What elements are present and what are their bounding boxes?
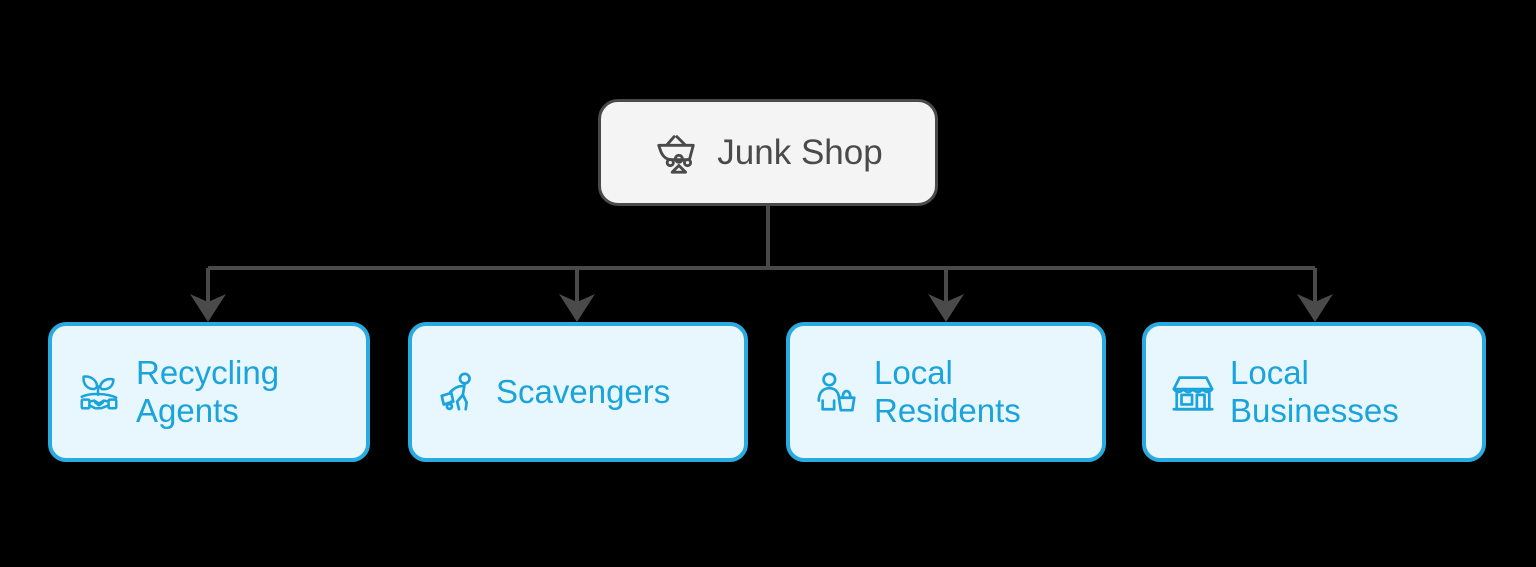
node-label: Local Residents bbox=[874, 354, 1021, 429]
arrowhead-4 bbox=[1297, 294, 1333, 322]
node-local-businesses[interactable]: Local Businesses bbox=[1142, 322, 1486, 462]
node-label: Junk Shop bbox=[717, 132, 883, 172]
node-scavengers[interactable]: Scavengers bbox=[408, 322, 748, 462]
person-pulling-cart-icon bbox=[440, 372, 471, 411]
storefront-icon bbox=[1172, 376, 1214, 411]
junk-basket-icon bbox=[657, 134, 695, 174]
node-label: Recycling Agents bbox=[136, 354, 280, 429]
handshake-leaf-icon bbox=[80, 375, 118, 410]
arrowhead-1 bbox=[190, 294, 226, 322]
node-label: Local Businesses bbox=[1230, 354, 1399, 429]
node-junk-shop[interactable]: Junk Shop bbox=[598, 99, 938, 206]
arrowhead-2 bbox=[559, 294, 595, 322]
arrowhead-3 bbox=[928, 294, 964, 322]
node-recycling-agents[interactable]: Recycling Agents bbox=[48, 322, 370, 462]
node-local-residents[interactable]: Local Residents bbox=[786, 322, 1106, 462]
person-with-bag-icon bbox=[817, 372, 856, 412]
node-label: Scavengers bbox=[496, 373, 671, 411]
